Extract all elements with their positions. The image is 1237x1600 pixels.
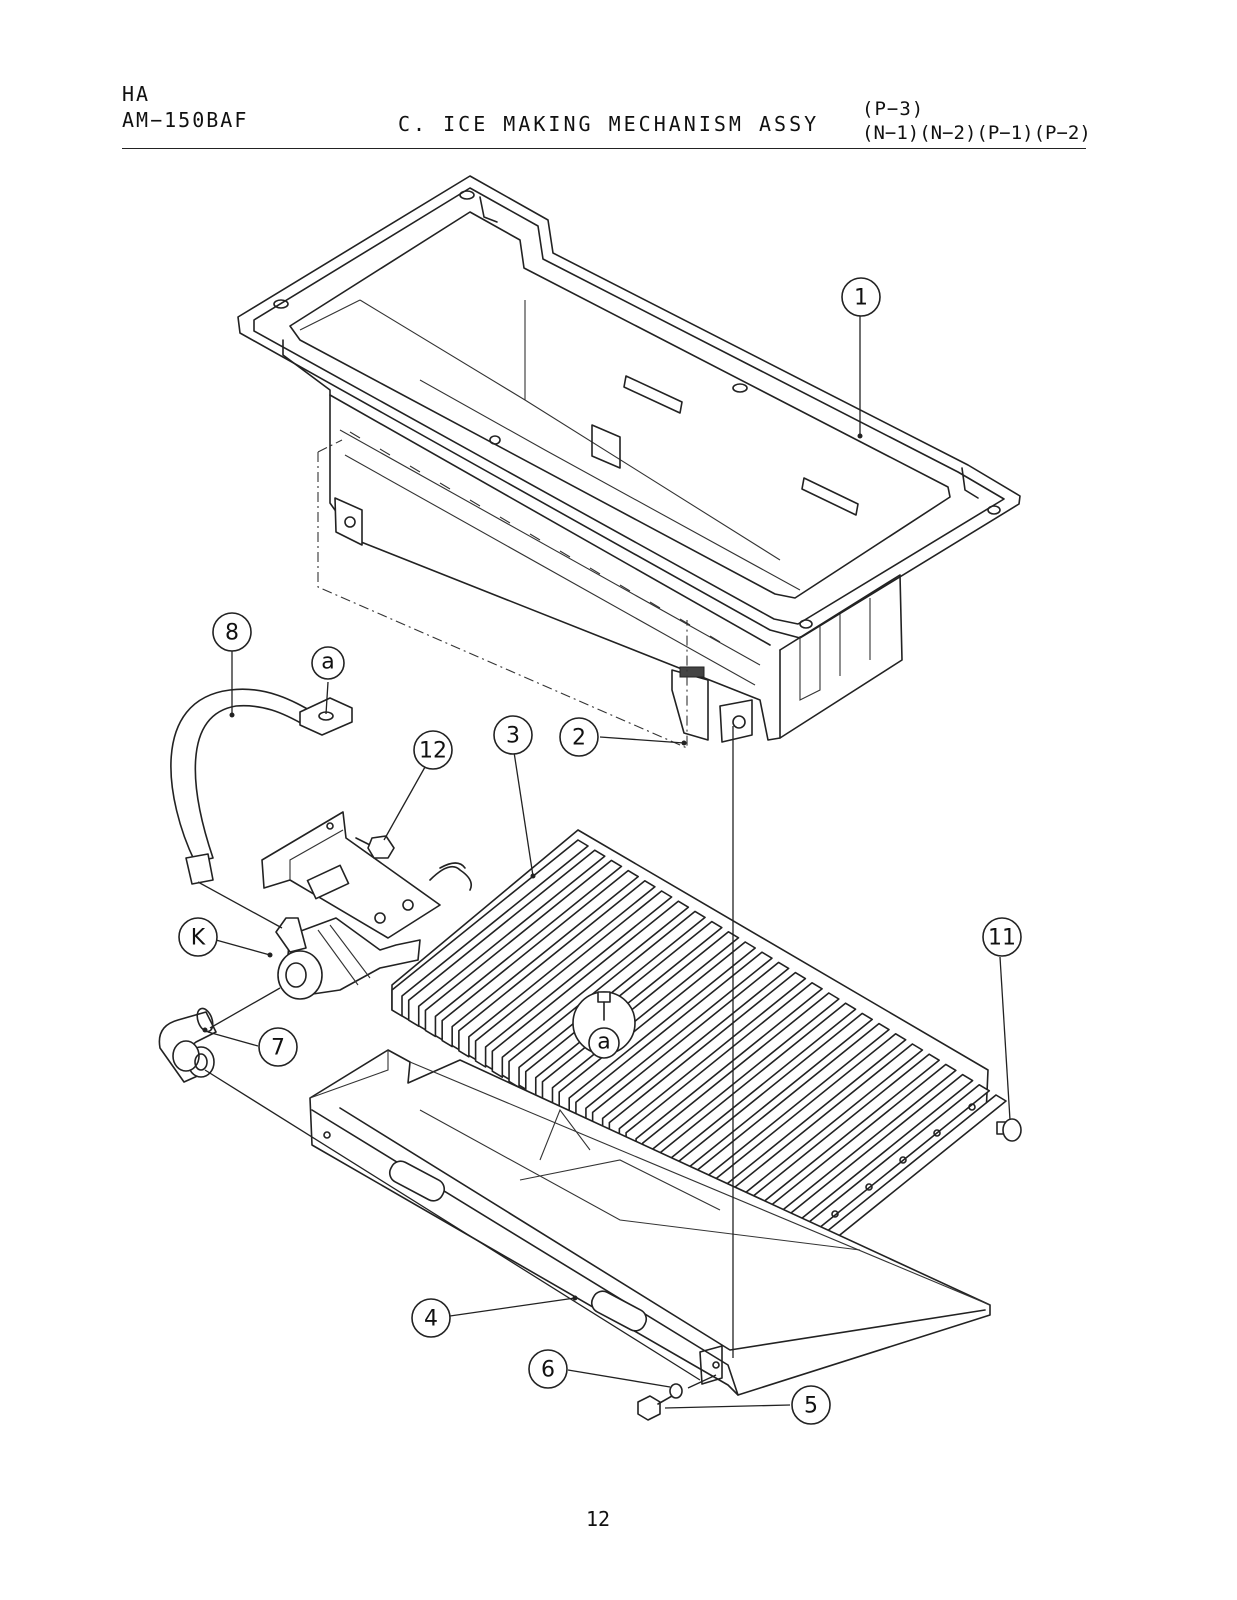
variant-code-line-1: (P−3) (862, 98, 925, 120)
callout-k: K (178, 917, 218, 957)
callout-2: 2 (559, 717, 599, 757)
svg-text:a: a (597, 1030, 610, 1055)
part-5-bolt (637, 1395, 673, 1421)
svg-text:K: K (191, 926, 206, 951)
svg-text:4: 4 (424, 1307, 438, 1332)
evaporator-fin (508, 910, 706, 1089)
callout-a-top: a (311, 646, 345, 680)
evaporator-fin (391, 839, 589, 1017)
callout-8: 8 (212, 612, 252, 652)
callout-1: 1 (841, 277, 881, 317)
evaporator-fin (424, 859, 623, 1038)
part-11-plug (996, 1118, 1022, 1142)
svg-text:1: 1 (854, 286, 868, 311)
svg-text:7: 7 (271, 1036, 285, 1061)
drain-fitting (172, 1040, 215, 1078)
part-3-evaporator-fins (391, 829, 1007, 1272)
svg-text:12: 12 (419, 739, 447, 764)
evaporator-fin (407, 849, 606, 1027)
detail-view-a (572, 991, 636, 1055)
model-number: AM−150BAF (122, 108, 249, 132)
callout-7: 7 (258, 1027, 298, 1067)
callout-a-center: a (588, 1027, 620, 1059)
part-k-pump-motor (261, 811, 473, 1000)
evaporator-fin (441, 869, 639, 1048)
svg-text:3: 3 (506, 724, 520, 749)
part-6-washer (669, 1383, 683, 1399)
leader-lines (197, 316, 1011, 1409)
evaporator-fin (474, 890, 673, 1068)
evaporator-fin (458, 879, 656, 1058)
header-rule (122, 148, 1086, 149)
svg-text:2: 2 (572, 726, 586, 751)
brand-label: HA (122, 82, 151, 106)
page-number: 12 (586, 1507, 611, 1531)
part-1-water-tank (237, 175, 1021, 743)
svg-text:5: 5 (804, 1394, 818, 1419)
part-8-hose (170, 688, 353, 885)
svg-text:a: a (321, 650, 334, 675)
callout-12: 12 (413, 730, 453, 770)
part-2-assembly-line (317, 452, 688, 749)
svg-text:8: 8 (225, 621, 239, 646)
svg-text:6: 6 (541, 1358, 555, 1383)
svg-text:11: 11 (988, 926, 1016, 951)
callout-11: 11 (982, 917, 1022, 957)
variant-code-line-2: (N−1)(N−2)(P−1)(P−2) (862, 122, 1091, 144)
page-title: C. ICE MAKING MECHANISM ASSY (398, 112, 820, 136)
callout-4: 4 (411, 1298, 451, 1338)
evaporator-fin (491, 900, 690, 1078)
callout-3: 3 (493, 715, 533, 755)
part-4-base-tray (309, 1049, 991, 1396)
callout-5: 5 (791, 1385, 831, 1425)
callout-6: 6 (528, 1349, 568, 1389)
